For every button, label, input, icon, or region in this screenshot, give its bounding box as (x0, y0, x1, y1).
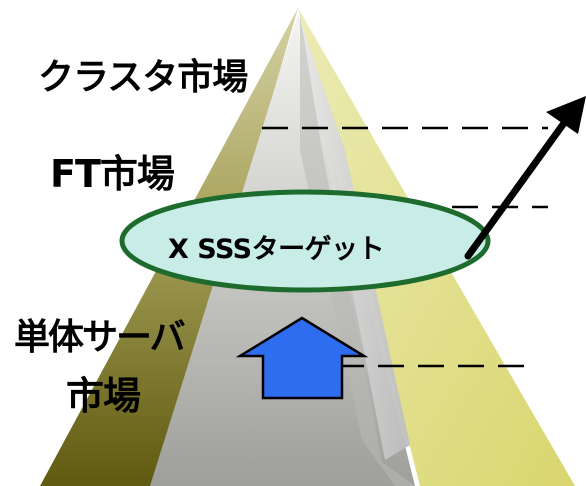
cluster-market-label: クラスタ市場 (38, 57, 248, 98)
ft-market-label: FT市場 (50, 152, 175, 196)
target-ellipse (119, 189, 491, 293)
single-server-label-line2: 市場 (66, 374, 141, 418)
single-server-label-line1: 単体サーバ (14, 317, 186, 358)
growth-arrow-icon (464, 96, 586, 260)
target-label: X SSSターゲット (168, 234, 385, 265)
up-arrow-icon (235, 316, 369, 400)
